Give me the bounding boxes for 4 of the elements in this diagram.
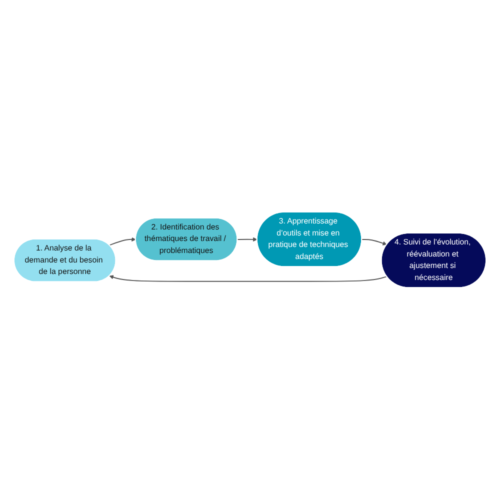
arrow — [236, 237, 258, 242]
arrow — [109, 275, 388, 282]
arrow — [108, 237, 136, 246]
arrow — [361, 239, 387, 246]
